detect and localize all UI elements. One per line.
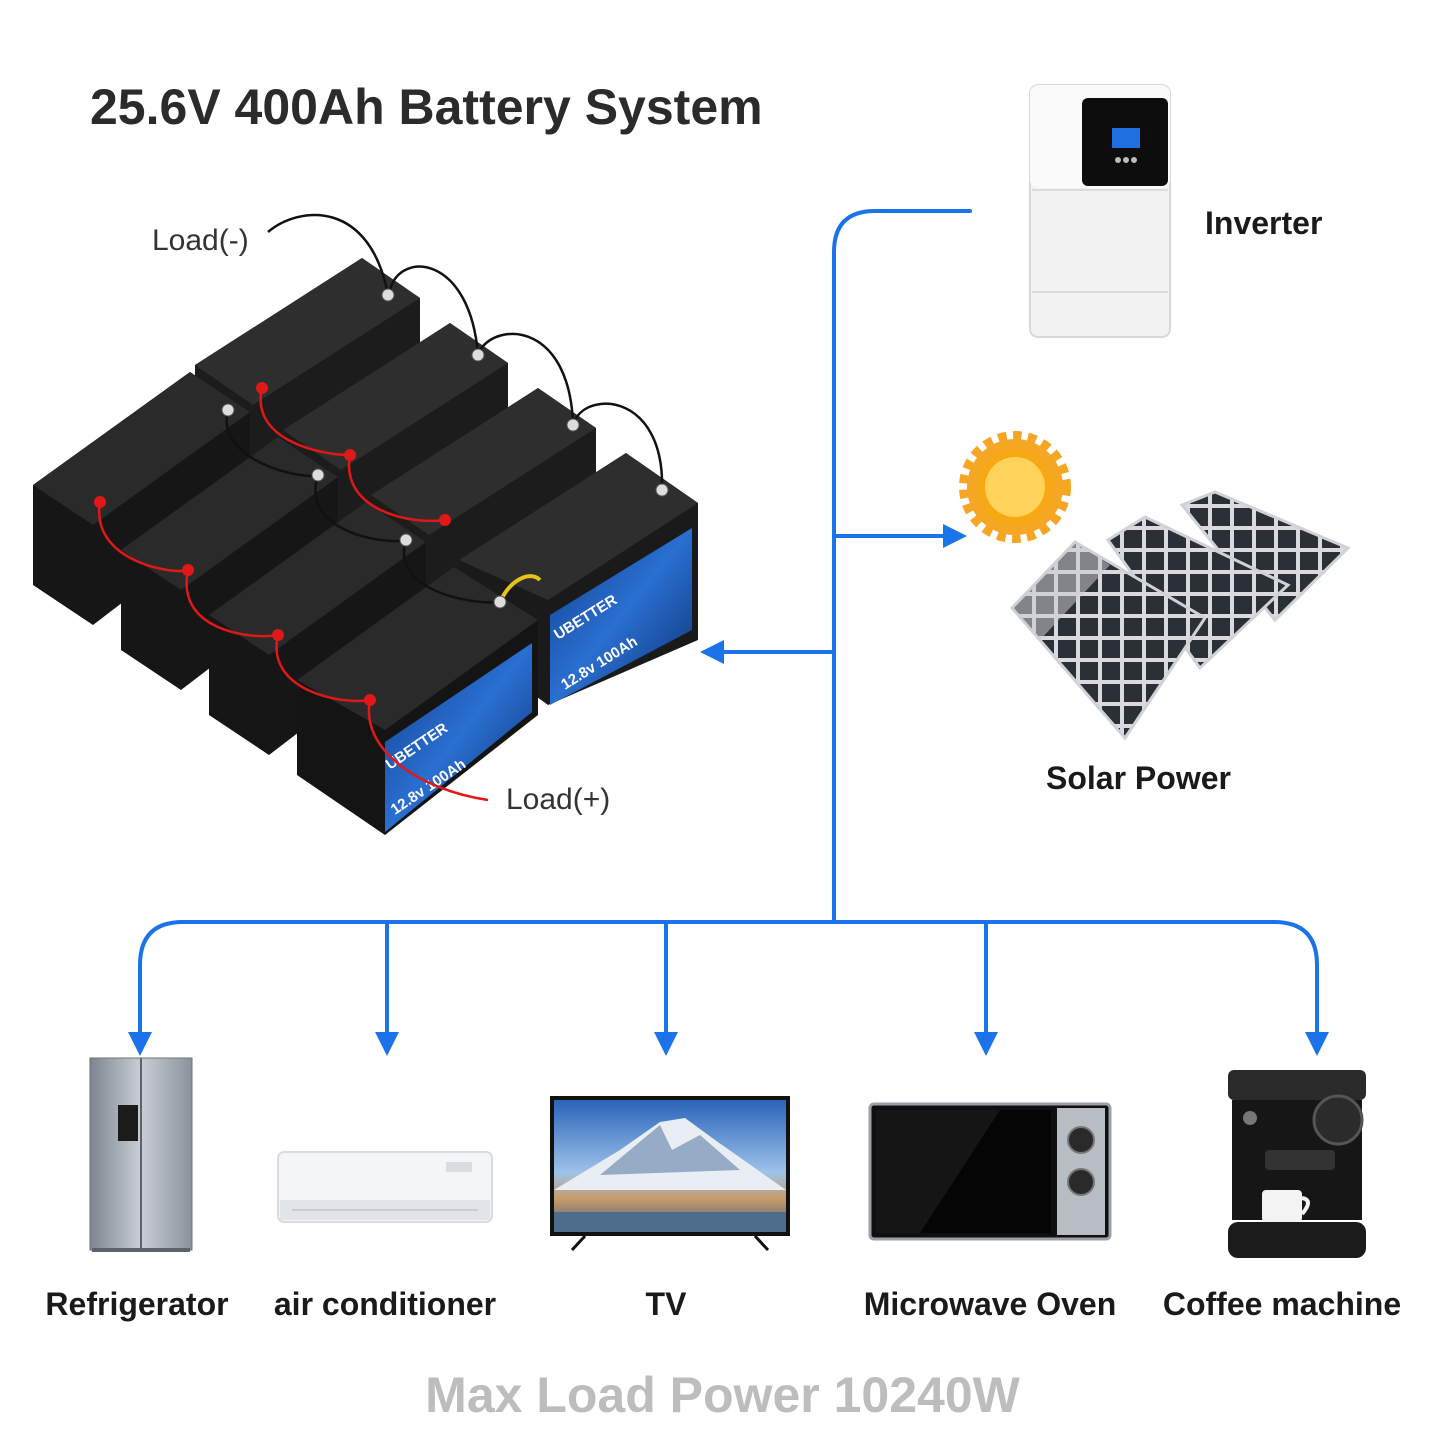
battery-front-1 [33,372,250,625]
solar-panel-icon [1009,490,1351,741]
coffee-machine-label: Coffee machine [1162,1286,1402,1322]
max-load-power: Max Load Power 10240W [425,1367,1020,1423]
refrigerator-icon [89,1057,193,1252]
coffee-machine-icon [1228,1070,1366,1258]
battery-front-2 [121,437,338,690]
positive-cables [97,387,489,802]
inverter-link [832,209,972,924]
flow-lines [128,209,1329,1056]
air-conditioner-icon [277,1151,493,1223]
tv-label: TV [645,1286,687,1322]
negative-cables [225,213,664,604]
air-conditioner-label: air conditioner [273,1286,497,1322]
microwave-icon [868,1102,1112,1241]
battery-terminals [94,288,669,706]
solar-power-label: Solar Power [1046,760,1231,796]
sun-icon [959,431,1071,543]
battery-front-3 [209,502,426,755]
battery-front-4: 12.8v 100Ah UBETTER [297,567,538,835]
load-positive-label: Load(+) [506,783,611,816]
battery-back-2 [283,323,508,552]
refrigerator-label: Refrigerator [45,1286,229,1322]
page-title: 25.6V 400Ah Battery System [90,79,763,135]
battery-back-3 [371,388,596,617]
load-negative-label: Load(-) [152,224,249,257]
inverter-icon [1029,84,1171,338]
battery-pack: 12.8v 100Ah UBETTER 12.8v 100Ah UBETTER [33,213,698,835]
distribution-bus [138,920,1319,1042]
inverter-label: Inverter [1205,205,1323,241]
microwave-label: Microwave Oven [863,1286,1117,1322]
tv-icon [550,1096,790,1252]
battery-back-1 [195,258,420,487]
